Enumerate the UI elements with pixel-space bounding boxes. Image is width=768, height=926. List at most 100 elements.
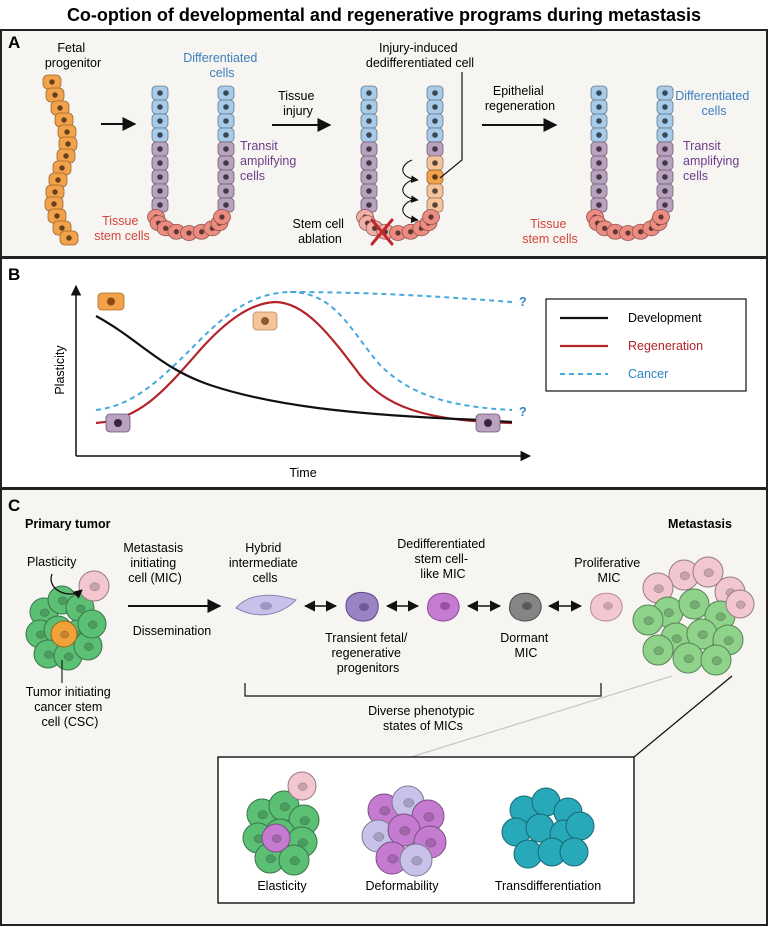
dediff-mic-cell: [427, 592, 460, 622]
question-mark-bottom: ?: [519, 405, 527, 419]
crypt-cell: [656, 85, 674, 101]
cell-icon-differentiated-end: [475, 413, 501, 433]
legend-cancer: Cancer: [628, 367, 668, 381]
legend-regeneration: Regeneration: [628, 339, 703, 353]
x-axis-label: Time: [289, 466, 316, 480]
crypt-cell: [426, 197, 444, 213]
metastasis-title: Metastasis: [668, 517, 732, 531]
crypt-cell: [151, 183, 169, 199]
stem-cell: [652, 209, 670, 225]
crypt-cell: [360, 183, 378, 199]
crypt-cell: [217, 113, 235, 129]
panel-a-frame: [0, 29, 768, 258]
primary-tumor-cluster: [25, 570, 110, 671]
fetal-progenitor-chain: [42, 74, 79, 246]
crypt-cell: [590, 155, 608, 171]
crypt-cell: [426, 155, 444, 171]
crypt-cell: [217, 85, 235, 101]
inset-callout-left: [410, 675, 673, 758]
dissemination-label: Dissemination: [133, 624, 212, 638]
fetal-cell: [56, 148, 76, 164]
proliferative-mic-cell: [590, 592, 623, 622]
crypt-normal: [147, 85, 235, 241]
crypt-cell: [426, 127, 444, 143]
elasticity-cluster: [242, 771, 320, 876]
crypt-cell: [217, 155, 235, 171]
dediff-mic-label: Dedifferentiated stem cell- like MIC: [397, 537, 489, 581]
crypt-cell: [151, 127, 169, 143]
crypt-cell: [360, 99, 378, 115]
crypt-cell: [217, 99, 235, 115]
crypt-cell: [426, 113, 444, 129]
dormant-label: Dormant MIC: [500, 631, 551, 660]
proliferative-label: Proliferative MIC: [574, 556, 643, 585]
panel-b-letter: B: [8, 265, 20, 284]
fetal-cell: [45, 87, 65, 103]
dormant-mic-cell: [509, 592, 542, 622]
mic-states-bracket: [244, 683, 602, 697]
crypt-cell: [151, 85, 169, 101]
inset-box: Elasticity Deformability Transdifferenti…: [217, 756, 635, 904]
csc-label: Tumor initiating cancer stem cell (CSC): [26, 685, 114, 729]
metastasis-initiating-cell: [78, 570, 110, 602]
tissue-injury-label: Tissue injury: [278, 89, 318, 118]
deformability-label: Deformability: [366, 879, 440, 893]
mic-label: Metastasis initiating cell (MIC): [123, 541, 186, 585]
cell-icon-regenerative: [252, 311, 278, 331]
metastasis-cell: [700, 644, 732, 676]
inset-callout-right: [633, 675, 733, 758]
fetal-cell: [47, 208, 67, 224]
metastasis-cluster: [632, 556, 755, 676]
transit-label-1: Transit amplifying cells: [240, 139, 300, 183]
panel-b: B Plasticity Time ? ? Develo: [0, 257, 768, 489]
crypt-cell: [217, 127, 235, 143]
deformability-cell: [399, 843, 433, 877]
stem-cell: [422, 209, 440, 225]
development-curve: [95, 315, 513, 424]
crypt-cell: [590, 183, 608, 199]
crypt-cell: [217, 141, 235, 157]
stem-label-2: Tissue stem cells: [522, 217, 578, 246]
crypt-cell: [656, 113, 674, 129]
metastasis-cell: [642, 572, 674, 604]
crypt-cell: [590, 169, 608, 185]
plasticity-arrow: [50, 573, 83, 599]
transdifferentiation-cell: [559, 837, 589, 867]
transdifferentiation-cluster: [501, 787, 595, 869]
crypt-cell: [656, 141, 674, 157]
deformability-cluster: [361, 785, 447, 877]
crypt-cell: [426, 141, 444, 157]
crypt-cell: [360, 141, 378, 157]
y-axis-label: Plasticity: [53, 345, 67, 395]
hybrid-cell: [235, 594, 297, 616]
panel-a: A Fetal progenitor Differentiated cells …: [0, 29, 768, 258]
dediff-pointer-line: [439, 72, 463, 179]
crypt-cell: [656, 127, 674, 143]
title-bar: Co-option of developmental and regenerat…: [0, 0, 768, 30]
metastasis-cell: [692, 556, 724, 588]
crypt-cell: [590, 99, 608, 115]
metastasis-cell: [632, 604, 664, 636]
crypt-cell: [656, 155, 674, 171]
crypt-cell: [590, 85, 608, 101]
panel-a-letter: A: [8, 33, 20, 52]
regeneration-curve: [95, 300, 513, 425]
panel-c-letter: C: [8, 496, 20, 515]
stem-label-1: Tissue stem cells: [94, 214, 150, 243]
transdifferentiation-label: Transdifferentiation: [495, 879, 601, 893]
ablation-cross: [370, 218, 394, 246]
fetal-progenitor-label: Fetal progenitor: [45, 41, 101, 70]
crypt-injured: [356, 85, 444, 241]
crypt-cell: [217, 183, 235, 199]
crypt-cell: [426, 85, 444, 101]
metastasis-cell: [642, 634, 674, 666]
transit-label-2: Transit amplifying cells: [683, 139, 743, 183]
crypt-cell: [217, 169, 235, 185]
dediff-cell-label: Injury-induced dedifferentiated cell: [366, 41, 474, 70]
primary-tumor-title: Primary tumor: [25, 517, 111, 531]
crypt-cell: [656, 183, 674, 199]
crypt-regenerated: [586, 85, 674, 241]
fetal-cell: [42, 74, 62, 90]
elasticity-pink-cell: [287, 771, 317, 801]
